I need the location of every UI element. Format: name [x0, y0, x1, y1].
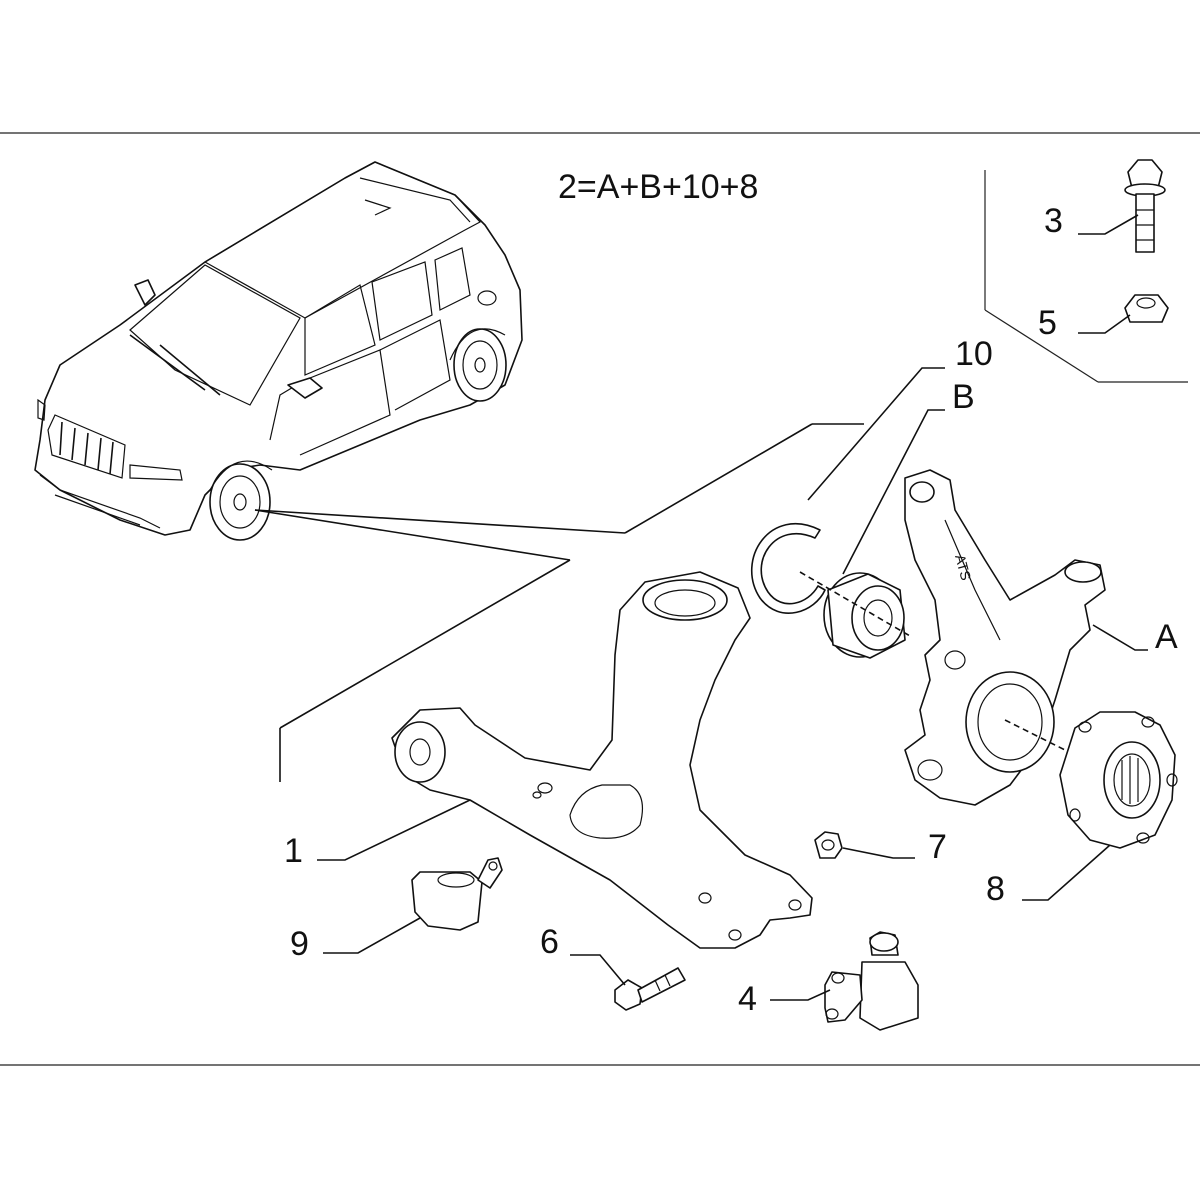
callout-9: 9 — [290, 925, 309, 963]
control-arm-1 — [391, 571, 813, 949]
nut-6 — [814, 831, 843, 859]
callout-7: 6 — [540, 923, 559, 961]
wheel-bearing-B — [799, 571, 911, 659]
assembly-formula: 2=A+B+10+8 — [558, 168, 758, 206]
ball-joint-4 — [824, 931, 919, 1031]
bushing-9 — [411, 857, 503, 931]
callout-8: 8 — [986, 870, 1005, 908]
wheel-hub-8 — [1004, 711, 1178, 849]
nut-5 — [1124, 294, 1169, 323]
callout-10: 10 — [955, 335, 993, 373]
svg-text:ATS: ATS — [952, 553, 974, 582]
callout-5: 5 — [1038, 304, 1057, 342]
bolt-7 — [614, 967, 686, 1011]
callout-A: A — [1155, 618, 1178, 656]
callout-4: 4 — [738, 980, 757, 1018]
bolt-3 — [1124, 159, 1166, 253]
callout-1: 1 — [284, 832, 303, 870]
circlip-10 — [750, 522, 826, 614]
callout-3: 3 — [1044, 202, 1063, 240]
callout-6: 7 — [928, 828, 947, 866]
callout-B: B — [952, 378, 975, 416]
fastener-subframe — [984, 170, 1188, 383]
vehicle-pointer-lines — [254, 423, 864, 782]
vehicle-illustration — [34, 161, 523, 541]
